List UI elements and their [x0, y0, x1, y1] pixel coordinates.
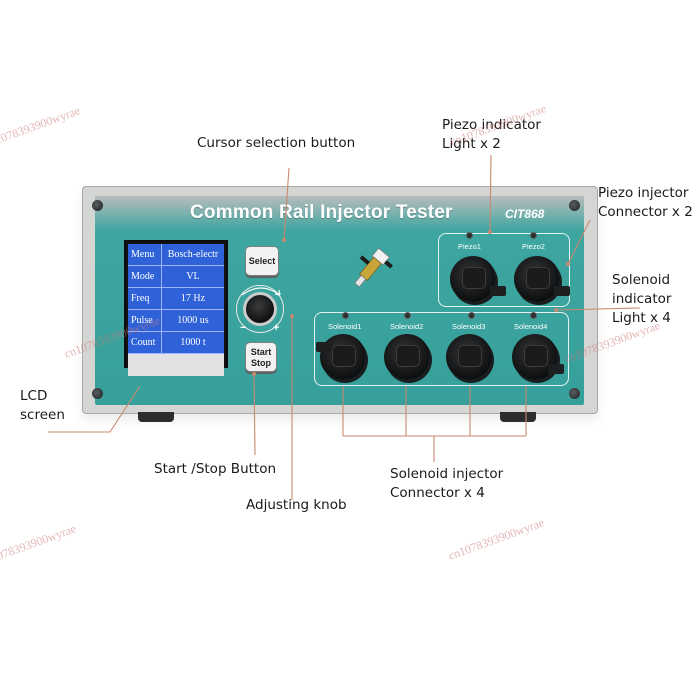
- lcd-row-value: 1000 t: [180, 337, 206, 348]
- lcd-row-key: Mode: [128, 266, 162, 287]
- select-button[interactable]: Select: [245, 246, 279, 276]
- solenoid-group: [314, 312, 569, 386]
- lcd-row: Pulse 1000 us: [128, 310, 224, 332]
- callout-cursor-selection: Cursor selection button: [197, 135, 356, 151]
- callout-solenoid-indicator-line1: Solenoid: [612, 272, 671, 288]
- solenoid-connector-1[interactable]: [320, 334, 366, 380]
- minus-label: −: [240, 322, 247, 334]
- knob-ring: [236, 285, 284, 333]
- connector-clip: [316, 342, 332, 352]
- rotate-arrow-icon: [241, 287, 281, 296]
- stop-label: Stop: [251, 358, 271, 368]
- start-label: Start: [250, 347, 272, 357]
- lcd-row-value: Bosch-electr: [167, 249, 219, 260]
- screw-icon: [569, 388, 580, 399]
- callout-adjusting-knob: Adjusting knob: [246, 497, 347, 513]
- callout-start-stop: Start /Stop Button: [154, 461, 277, 477]
- lcd-row: Count 1000 t: [128, 332, 224, 354]
- callout-piezo-indicator-line2: Light x 2: [442, 136, 501, 152]
- connector-clip: [548, 364, 564, 374]
- lcd-row: Mode VL: [128, 266, 224, 288]
- watermark-text: cn1078393900wyrae: [0, 103, 82, 151]
- device-model: CIT868: [505, 207, 545, 221]
- solenoid2-label: Solenoid2: [390, 322, 424, 331]
- device-foot: [500, 412, 536, 422]
- lcd-row-value: 17 Hz: [180, 293, 206, 304]
- start-stop-button[interactable]: Start Stop: [245, 342, 277, 372]
- plus-label: +: [273, 322, 280, 334]
- lcd-row: Menu Bosch-electr: [128, 244, 224, 266]
- piezo-indicator-led: [466, 232, 473, 239]
- screw-icon: [569, 200, 580, 211]
- watermark-text: cn1078393900wyrae: [0, 521, 78, 569]
- screw-icon: [92, 388, 103, 399]
- solenoid-connector-2[interactable]: [384, 334, 430, 380]
- device-foot: [138, 412, 174, 422]
- callout-solenoid-connector-line1: Solenoid injector: [390, 466, 504, 482]
- callout-solenoid-indicator-line2: indicator: [612, 291, 672, 307]
- solenoid-indicator-led: [530, 312, 537, 319]
- callout-solenoid-connector-line2: Connector x 4: [390, 485, 485, 501]
- title-band: [95, 196, 584, 232]
- solenoid-indicator-led: [342, 312, 349, 319]
- piezo1-label: Piezo1: [458, 242, 481, 251]
- lcd-row-value: 1000 us: [177, 315, 209, 326]
- piezo2-label: Piezo2: [522, 242, 545, 251]
- connector-clip: [490, 286, 506, 296]
- piezo-connector-2[interactable]: [514, 256, 560, 302]
- piezo-group: [438, 233, 570, 307]
- lcd-row: Freq 17 Hz: [128, 288, 224, 310]
- screw-icon: [92, 200, 103, 211]
- piezo-indicator-led: [530, 232, 537, 239]
- lcd-row-value: VL: [186, 271, 200, 282]
- callout-lcd-line1: LCD: [20, 388, 48, 404]
- lcd-row-key: Menu: [128, 244, 162, 265]
- callout-lcd-line2: screen: [20, 407, 65, 423]
- watermark-text: cn1078393900wyrae: [446, 515, 546, 563]
- callout-piezo-connector-line2: Connector x 2: [598, 204, 693, 220]
- connector-clip: [554, 286, 570, 296]
- lcd-row-key: Freq: [128, 288, 162, 309]
- solenoid-indicator-led: [468, 312, 475, 319]
- adjusting-knob[interactable]: [243, 292, 277, 326]
- lcd-screen: Menu Bosch-electr Mode VL Freq 17 Hz Pul…: [124, 240, 228, 376]
- callout-piezo-indicator-line1: Piezo indicator: [442, 117, 541, 133]
- solenoid-indicator-led: [404, 312, 411, 319]
- piezo-connector-1[interactable]: [450, 256, 496, 302]
- device-title: Common Rail Injector Tester: [190, 202, 453, 223]
- solenoid3-label: Solenoid3: [452, 322, 486, 331]
- lcd-bezel-strip: [128, 354, 224, 376]
- lcd-row-key: Count: [128, 332, 162, 353]
- solenoid1-label: Solenoid1: [328, 322, 362, 331]
- solenoid4-label: Solenoid4: [514, 322, 548, 331]
- solenoid-connector-3[interactable]: [446, 334, 492, 380]
- injector-icon: [354, 247, 393, 288]
- callout-solenoid-indicator-line3: Light x 4: [612, 310, 671, 326]
- callout-piezo-connector-line1: Piezo injector: [598, 185, 689, 201]
- lcd-row-key: Pulse: [128, 310, 162, 331]
